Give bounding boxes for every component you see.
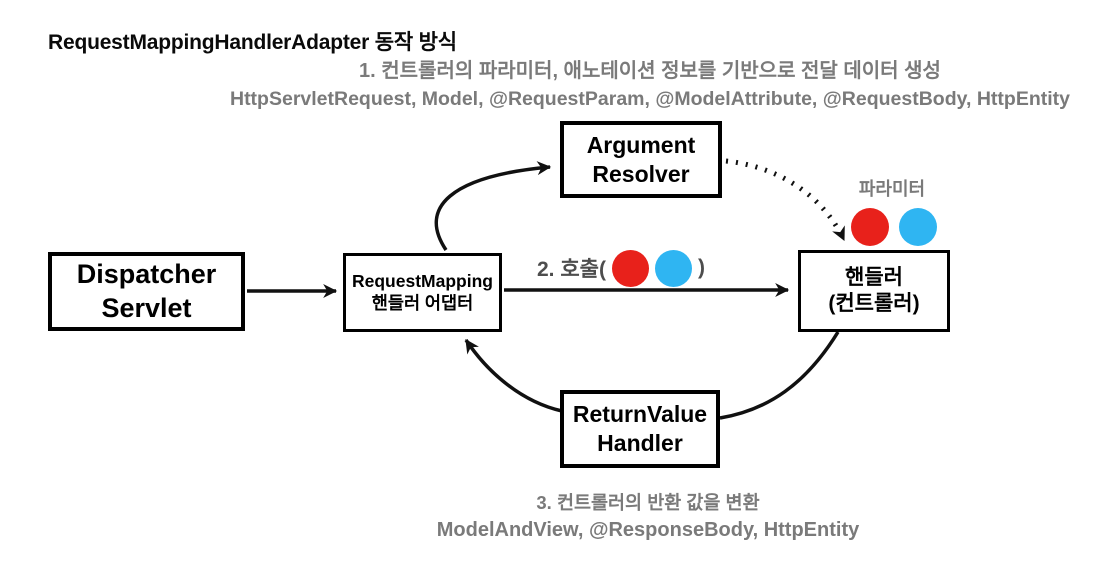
node-label-line: Argument xyxy=(586,131,696,158)
node-dispatcher-servlet: Dispatcher Servlet xyxy=(48,252,245,331)
step3-annotation: 3. 컨트롤러의 반환 값을 변환 ModelAndView, @Respons… xyxy=(288,489,1008,544)
arrow-adapter-to-argument-resolver xyxy=(434,161,552,251)
arrow-returnvalue-to-adapter xyxy=(464,339,563,413)
node-label-line: ReturnValue xyxy=(572,401,708,428)
node-label-line: RequestMapping xyxy=(352,270,493,291)
node-label-line: Dispatcher xyxy=(76,258,217,289)
step3-description: 3. 컨트롤러의 반환 값을 변환 xyxy=(536,492,760,513)
arrow-handler-to-returnvalue xyxy=(719,331,840,420)
node-return-value-handler: ReturnValue Handler xyxy=(560,390,720,468)
red-argument-dot xyxy=(611,249,649,287)
node-label-line: Resolver xyxy=(592,160,690,187)
blue-argument-dot xyxy=(654,249,692,287)
step2-call-annotation: 2. 호출( ) xyxy=(537,248,705,288)
step1-annotation: 1. 컨트롤러의 파라미터, 애노테이션 정보를 기반으로 전달 데이터 생성 … xyxy=(150,57,1120,113)
call-label-prefix: 2. 호출( xyxy=(537,258,606,281)
page-title: RequestMappingHandlerAdapter 동작 방식 xyxy=(48,31,457,54)
node-argument-resolver: Argument Resolver xyxy=(560,121,722,198)
step1-description: 1. 컨트롤러의 파라미터, 애노테이션 정보를 기반으로 전달 데이터 생성 xyxy=(359,60,941,82)
call-label-suffix: ) xyxy=(697,256,705,279)
arrow-dotted-argument-resolver-to-handler xyxy=(725,158,847,242)
node-handler-controller: 핸들러 (컨트롤러) xyxy=(798,250,950,332)
node-label-line: Servlet xyxy=(101,292,192,323)
node-label-line: (컨트롤러) xyxy=(828,292,920,315)
parameter-label: 파라미터 xyxy=(858,179,926,199)
node-label-line: Handler xyxy=(597,430,683,456)
node-label-line: 핸들러 xyxy=(845,265,903,289)
node-label-line: 핸들러 어댑터 xyxy=(371,292,474,313)
blue-parameter-dot xyxy=(899,208,937,246)
node-request-mapping-handler-adapter: RequestMapping 핸들러 어댑터 xyxy=(343,253,502,332)
step1-types: HttpServletRequest, Model, @RequestParam… xyxy=(229,88,1070,110)
step3-types: ModelAndView, @ResponseBody, HttpEntity xyxy=(436,519,860,541)
red-parameter-dot xyxy=(851,208,889,246)
